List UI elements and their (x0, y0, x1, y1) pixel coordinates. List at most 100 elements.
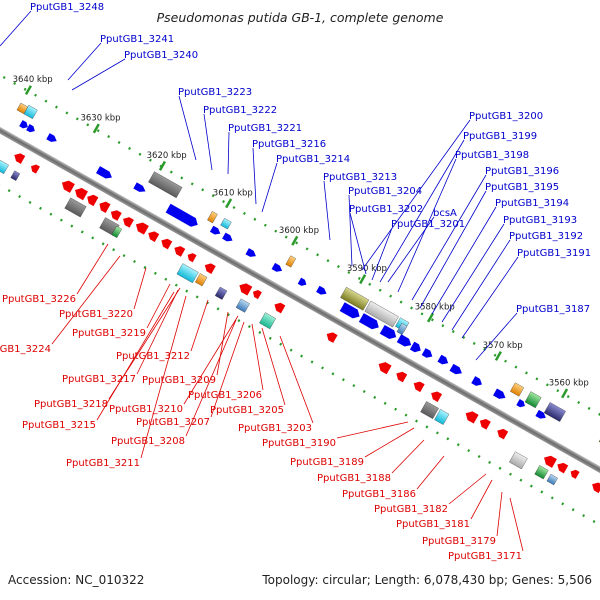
forward-gene-box[interactable] (220, 218, 232, 230)
forward-gene-label[interactable]: PputGB1_3191 (517, 248, 591, 259)
forward-gene-label[interactable]: PputGB1_3202 (349, 204, 423, 215)
reverse-gene-arrow[interactable] (495, 427, 509, 440)
forward-gene-label[interactable]: PputGB1_3187 (516, 304, 590, 315)
forward-gene-label[interactable]: PputGB1_3223 (178, 87, 252, 98)
forward-gene-arrow[interactable] (271, 262, 284, 274)
reverse-gene-arrow[interactable] (478, 417, 491, 430)
reverse-gene-label[interactable]: PputGB1_3189 (290, 457, 364, 468)
forward-gene-box[interactable] (524, 391, 542, 409)
forward-gene-box[interactable] (285, 255, 297, 268)
reverse-gene-arrow[interactable] (555, 461, 569, 474)
reverse-gene-label[interactable]: PputGB1_3181 (396, 519, 470, 530)
reverse-gene-arrow[interactable] (97, 199, 111, 214)
forward-gene-box[interactable] (510, 382, 525, 397)
reverse-gene-label[interactable]: PputGB1_3190 (262, 438, 336, 449)
reverse-gene-box[interactable] (509, 451, 528, 470)
reverse-gene-box[interactable] (434, 409, 450, 425)
forward-gene-label[interactable]: PputGB1_3192 (509, 231, 583, 242)
reverse-gene-arrow[interactable] (463, 409, 479, 424)
forward-gene-arrow[interactable] (379, 324, 399, 342)
reverse-gene-arrow[interactable] (394, 370, 408, 383)
reverse-gene-label[interactable]: PputGB1_3203 (238, 423, 312, 434)
forward-gene-label[interactable]: PputGB1_3222 (203, 105, 277, 116)
reverse-gene-arrow[interactable] (109, 208, 122, 221)
reverse-gene-arrow[interactable] (146, 229, 160, 242)
reverse-gene-box[interactable] (10, 170, 21, 181)
reverse-gene-label[interactable]: PputGB1_3226 (2, 294, 76, 305)
reverse-gene-arrow[interactable] (85, 192, 99, 207)
forward-gene-arrow[interactable] (421, 348, 435, 360)
forward-gene-arrow[interactable] (209, 225, 222, 237)
reverse-gene-box[interactable] (235, 298, 250, 313)
forward-gene-arrow[interactable] (409, 341, 423, 355)
reverse-gene-arrow[interactable] (237, 281, 253, 296)
reverse-gene-label[interactable]: PputGB1_3210 (109, 404, 183, 415)
reverse-gene-arrow[interactable] (133, 220, 149, 235)
forward-gene-label[interactable]: PputGB1_3248 (30, 2, 104, 13)
forward-gene-label[interactable]: PputGB1_3194 (495, 198, 569, 209)
forward-gene-box[interactable] (543, 402, 566, 422)
reverse-gene-arrow[interactable] (73, 186, 88, 201)
forward-gene-box[interactable] (23, 104, 38, 120)
forward-gene-arrow[interactable] (358, 313, 381, 332)
forward-gene-arrow[interactable] (493, 388, 507, 401)
forward-gene-arrow[interactable] (339, 302, 362, 321)
reverse-gene-label[interactable]: PputGB1_3211 (66, 458, 140, 469)
reverse-gene-arrow[interactable] (429, 389, 443, 402)
reverse-gene-label[interactable]: PputGB1_3206 (188, 390, 262, 401)
forward-gene-arrow[interactable] (297, 277, 308, 288)
reverse-gene-label[interactable]: PputGB1_3219 (72, 328, 146, 339)
reverse-gene-arrow[interactable] (172, 244, 186, 257)
forward-gene-label[interactable]: PputGB1_3201 (391, 219, 465, 230)
forward-gene-label[interactable]: PputGB1_3200 (469, 111, 543, 122)
forward-gene-label[interactable]: PputGB1_3214 (276, 154, 350, 165)
reverse-gene-box[interactable] (420, 401, 439, 419)
forward-gene-arrow[interactable] (245, 248, 257, 259)
forward-gene-arrow[interactable] (471, 376, 484, 388)
reverse-gene-label[interactable]: PputGB1_3215 (22, 420, 96, 431)
forward-gene-label[interactable]: PputGB1_3216 (252, 139, 326, 150)
reverse-gene-label[interactable]: PputGB1_3207 (136, 417, 210, 428)
reverse-gene-arrow[interactable] (121, 215, 134, 228)
forward-gene-arrow[interactable] (165, 203, 201, 229)
reverse-gene-arrow[interactable] (251, 288, 262, 300)
reverse-gene-label[interactable]: PputGB1_3205 (210, 405, 284, 416)
forward-gene-arrow[interactable] (19, 120, 29, 130)
forward-gene-arrow[interactable] (46, 133, 58, 144)
reverse-gene-box[interactable] (195, 273, 208, 287)
forward-gene-box[interactable] (340, 286, 370, 311)
reverse-gene-label[interactable]: PputGB1_3209 (142, 375, 216, 386)
reverse-gene-label[interactable]: PputGB1_3188 (317, 473, 391, 484)
forward-gene-label[interactable]: PputGB1_3240 (124, 50, 198, 61)
forward-gene-box[interactable] (207, 211, 218, 224)
reverse-gene-label[interactable]: PputGB1_3186 (342, 489, 416, 500)
forward-gene-arrow[interactable] (396, 334, 414, 349)
reverse-gene-box[interactable] (64, 197, 87, 218)
forward-gene-box[interactable] (396, 322, 408, 335)
reverse-gene-arrow[interactable] (60, 178, 75, 193)
forward-gene-arrow[interactable] (222, 232, 234, 244)
reverse-gene-label[interactable]: PputGB1_3220 (59, 309, 133, 320)
forward-gene-arrow[interactable] (449, 363, 464, 377)
reverse-gene-arrow[interactable] (159, 237, 173, 250)
forward-gene-label[interactable]: PputGB1_3198 (455, 150, 529, 161)
reverse-gene-arrow[interactable] (12, 151, 26, 164)
forward-gene-arrow[interactable] (26, 124, 36, 134)
reverse-gene-label[interactable]: PputGB1_3212 (116, 351, 190, 362)
reverse-gene-box[interactable] (534, 465, 549, 480)
reverse-gene-arrow[interactable] (186, 251, 197, 263)
reverse-gene-box[interactable] (214, 286, 228, 300)
forward-gene-arrow[interactable] (316, 285, 328, 297)
reverse-gene-arrow[interactable] (272, 301, 286, 314)
reverse-gene-arrow[interactable] (590, 480, 600, 494)
forward-gene-box[interactable] (364, 300, 399, 328)
reverse-gene-label[interactable]: PputGB1_3224 (0, 344, 51, 355)
forward-gene-label[interactable]: bcsA (433, 208, 457, 219)
reverse-gene-arrow[interactable] (542, 453, 557, 468)
forward-gene-label[interactable]: PputGB1_3204 (348, 186, 422, 197)
reverse-gene-arrow[interactable] (203, 261, 216, 274)
forward-gene-label[interactable]: PputGB1_3241 (100, 34, 174, 45)
reverse-gene-label[interactable]: PputGB1_3171 (448, 551, 522, 562)
reverse-gene-box[interactable] (546, 473, 558, 486)
reverse-gene-box[interactable] (0, 159, 9, 174)
